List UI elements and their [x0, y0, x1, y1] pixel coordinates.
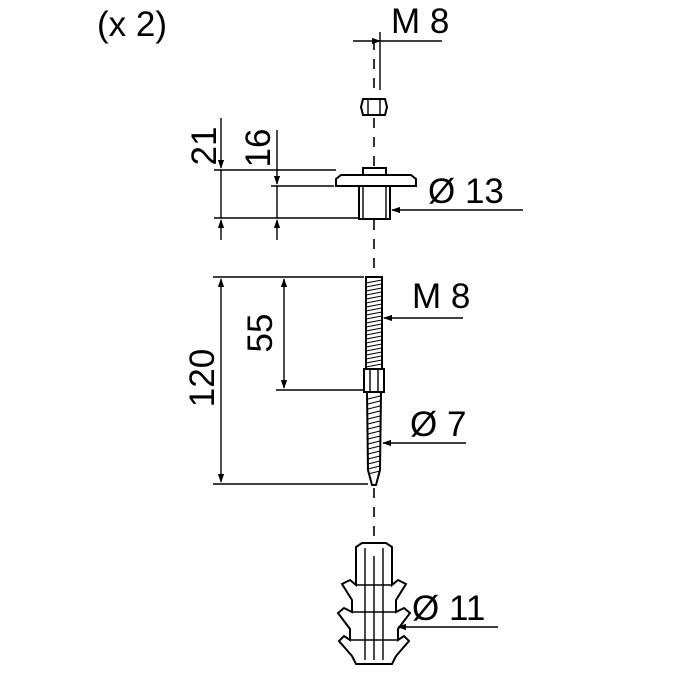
- washer-diameter-label: Ø 13: [428, 172, 504, 211]
- thread-line: [365, 359, 383, 364]
- screw-thread-line: [367, 455, 381, 460]
- washer-total-height-label: 21: [185, 127, 224, 166]
- bolt-machine-thread: [365, 279, 383, 368]
- nut-thread-callout: [353, 32, 442, 90]
- screw-thread-line: [367, 435, 381, 440]
- bolt-thread-label: M 8: [412, 277, 470, 316]
- quantity-note: (x 2): [97, 5, 167, 44]
- screw-thread-line: [367, 415, 381, 420]
- bolt-diameter-label: Ø 7: [410, 405, 466, 444]
- screw-thread-line: [367, 445, 381, 450]
- nut-thread-label: M 8: [391, 2, 449, 41]
- thread-line: [365, 335, 383, 340]
- thread-line: [365, 347, 383, 352]
- thread-line: [365, 351, 383, 356]
- screw-thread-line: [367, 470, 381, 475]
- thread-line: [365, 363, 383, 368]
- bolt-wood-thread: [367, 395, 381, 475]
- wall-plug-diameter-label: Ø 11: [412, 589, 485, 628]
- thread-line: [365, 295, 383, 300]
- washer-sleeve-height-dimension: [271, 130, 334, 240]
- thread-line: [365, 299, 383, 304]
- thread-line: [365, 291, 383, 296]
- washer-sleeve-height-label: 16: [239, 129, 278, 168]
- screw-thread-line: [367, 420, 381, 425]
- screw-thread-line: [367, 460, 381, 465]
- bolt-total-length-label: 120: [183, 349, 222, 407]
- thread-line: [365, 323, 383, 328]
- screw-thread-line: [367, 425, 381, 430]
- screw-thread-line: [367, 410, 381, 415]
- screw-thread-line: [367, 440, 381, 445]
- thread-line: [365, 319, 383, 324]
- washer-sleeve: [335, 167, 417, 220]
- bolt-thread-length-label: 55: [241, 314, 280, 353]
- thread-line: [365, 327, 383, 332]
- thread-line: [365, 343, 383, 348]
- thread-line: [365, 315, 383, 320]
- hanger-bolt: [363, 276, 385, 486]
- thread-line: [365, 311, 383, 316]
- screw-thread-line: [367, 465, 381, 470]
- hex-nut: [359, 98, 389, 116]
- thread-line: [365, 283, 383, 288]
- thread-line: [365, 339, 383, 344]
- washer-total-height-dimension: [214, 118, 358, 240]
- thread-line: [365, 287, 383, 292]
- screw-thread-line: [367, 450, 381, 455]
- thread-line: [365, 355, 383, 360]
- screw-thread-line: [367, 400, 381, 405]
- thread-line: [365, 307, 383, 312]
- thread-line: [365, 303, 383, 308]
- wall-plug: [336, 542, 412, 665]
- screw-thread-line: [367, 430, 381, 435]
- bolt-thread-length-dimension: [276, 278, 364, 391]
- bolt-total-length-dimension: [213, 276, 368, 485]
- thread-line: [365, 279, 383, 284]
- thread-line: [365, 331, 383, 336]
- screw-thread-line: [367, 405, 381, 410]
- screw-thread-line: [367, 395, 381, 400]
